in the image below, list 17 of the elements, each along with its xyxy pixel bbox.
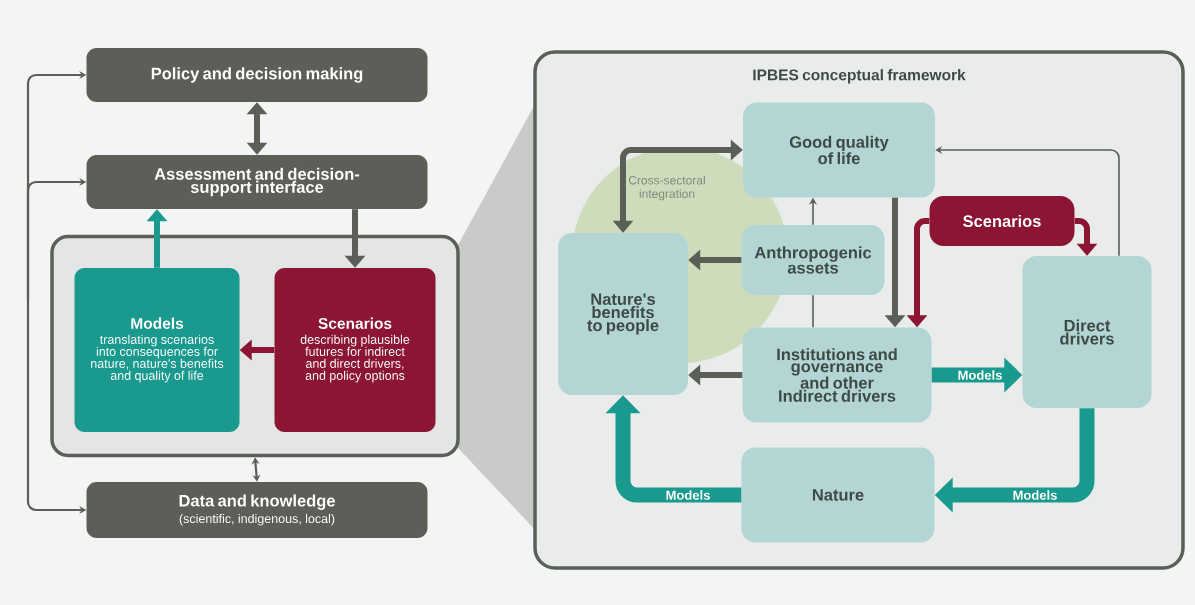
concept-box: Nature	[741, 447, 935, 543]
info-box: Scenarios describing plausible futures for indirect and direct drivers, and policy options	[274, 268, 436, 432]
scenario-box: Scenarios	[929, 196, 1075, 246]
concept-box: Good quality of life	[743, 102, 935, 198]
edge-label: Models	[1011, 489, 1059, 501]
concept-box: Anthropogenic assets	[741, 225, 885, 295]
edge-label: Models	[956, 369, 1004, 381]
process-box: Assessment and decision-support interface	[86, 155, 428, 209]
edge-label: Models	[664, 489, 712, 501]
process-box: Data and knowledge (scientific, indigenous, local)	[86, 482, 428, 538]
arrow	[251, 457, 261, 482]
concept-box: Direct drivers	[1022, 256, 1152, 408]
process-box: Policy and decision making	[86, 48, 428, 102]
info-box: Models translating scenarios into consequences for nature, nature's benefits and quality of life	[74, 268, 240, 432]
connector-line	[812, 294, 814, 329]
concept-box: Nature's benefits to people	[558, 233, 688, 395]
concept-box: Institutions and governance and other Indirect drivers	[742, 327, 932, 423]
